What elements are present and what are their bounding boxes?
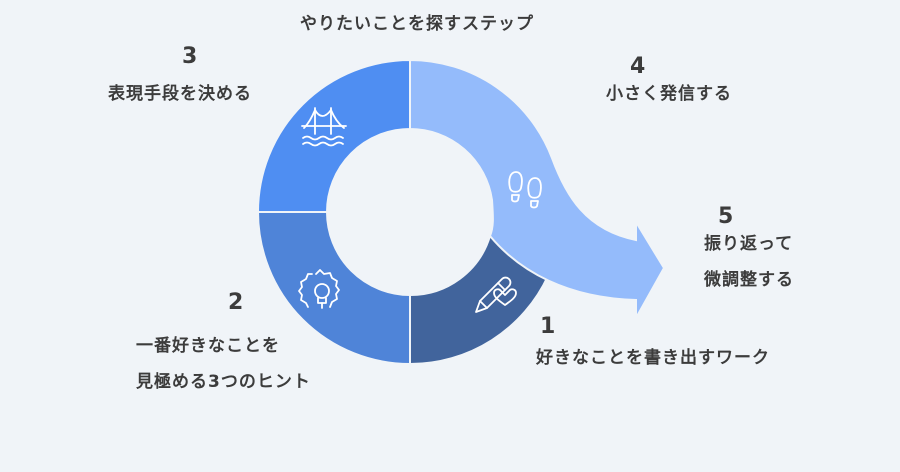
step-2-number: 2 — [228, 290, 244, 315]
step-2-label-line1: 一番好きなことを — [136, 336, 280, 356]
step-4-label: 小さく発信する — [606, 84, 732, 104]
step-1-label: 好きなことを書き出すワーク — [536, 348, 770, 368]
step-2-label-line2: 見極める3つのヒント — [136, 372, 311, 392]
gear-lightbulb-icon — [298, 269, 340, 309]
segment-4-arrow — [409, 58, 666, 322]
bridge-icon — [301, 107, 347, 147]
segment-3 — [256, 58, 411, 213]
diagram-title: やりたいことを探すステップ — [300, 14, 534, 34]
step-5-number: 5 — [718, 204, 734, 229]
footprints-icon — [508, 171, 542, 209]
step-5-label-line1: 振り返って — [704, 234, 794, 254]
step-3-label: 表現手段を決める — [108, 84, 252, 104]
step-3-number: 3 — [182, 44, 198, 69]
step-1-number: 1 — [540, 314, 556, 339]
segment-2 — [256, 211, 411, 366]
step-5-label-line2: 微調整する — [704, 270, 794, 290]
step-4-number: 4 — [630, 54, 646, 79]
pencil-heart-icon — [475, 276, 517, 313]
